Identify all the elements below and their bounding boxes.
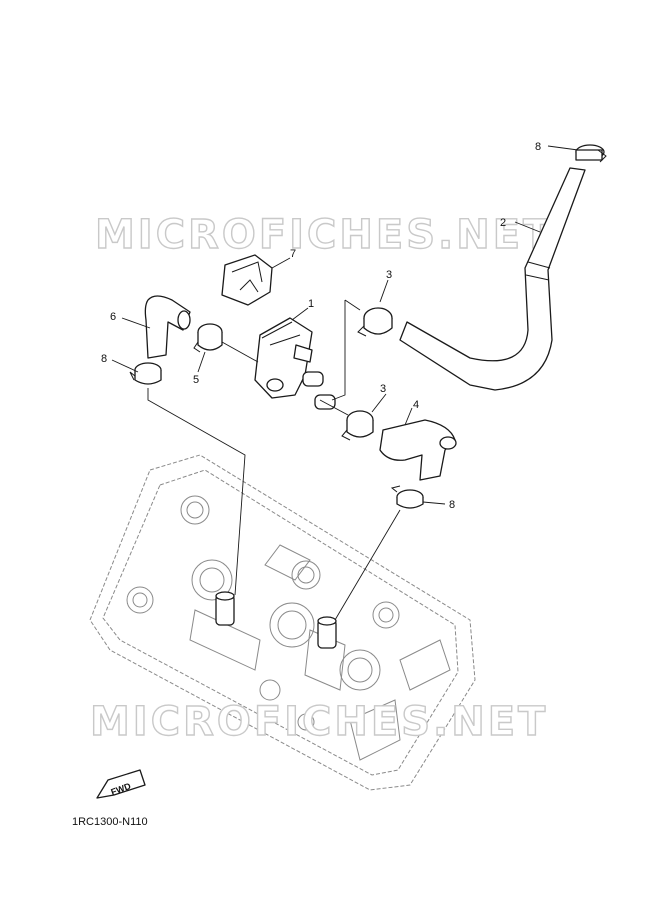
clamp-part-8-top	[575, 144, 607, 163]
hose-part-2	[399, 167, 586, 391]
callout-part-1: 1	[308, 298, 314, 310]
callout-part-4: 4	[413, 399, 419, 411]
callout-part-2: 2	[500, 217, 506, 229]
callout-part-3-upper: 3	[386, 269, 392, 281]
clamp-part-8-left	[129, 362, 162, 385]
callout-part-7: 7	[290, 248, 296, 260]
callout-part-6: 6	[110, 311, 116, 323]
watermark-top: MICROFICHES.NET	[95, 212, 553, 258]
watermark-bottom: MICROFICHES.NET	[90, 699, 548, 745]
air-cut-valve-part-1	[254, 317, 336, 410]
hose-part-6	[144, 295, 191, 359]
callout-part-8-left: 8	[101, 353, 107, 365]
hose-part-4	[379, 419, 457, 481]
callout-part-8-top: 8	[535, 141, 541, 153]
cover-part-7	[221, 254, 273, 306]
callout-part-5: 5	[193, 374, 199, 386]
callout-part-3-lower: 3	[380, 383, 386, 395]
leader-lines	[111, 145, 579, 621]
clamp-part-5	[193, 323, 223, 353]
clamp-part-8-right	[390, 485, 424, 509]
cylinder-head-cover	[89, 454, 476, 791]
fitting-left	[215, 591, 235, 626]
clamp-part-3-upper	[357, 307, 393, 337]
fwd-direction-marker: FWD	[96, 769, 146, 799]
callout-part-8-right: 8	[449, 499, 455, 511]
clamp-part-3-lower	[341, 410, 374, 441]
fitting-right	[317, 616, 337, 649]
diagram-code: 1RC1300-N110	[72, 816, 148, 828]
